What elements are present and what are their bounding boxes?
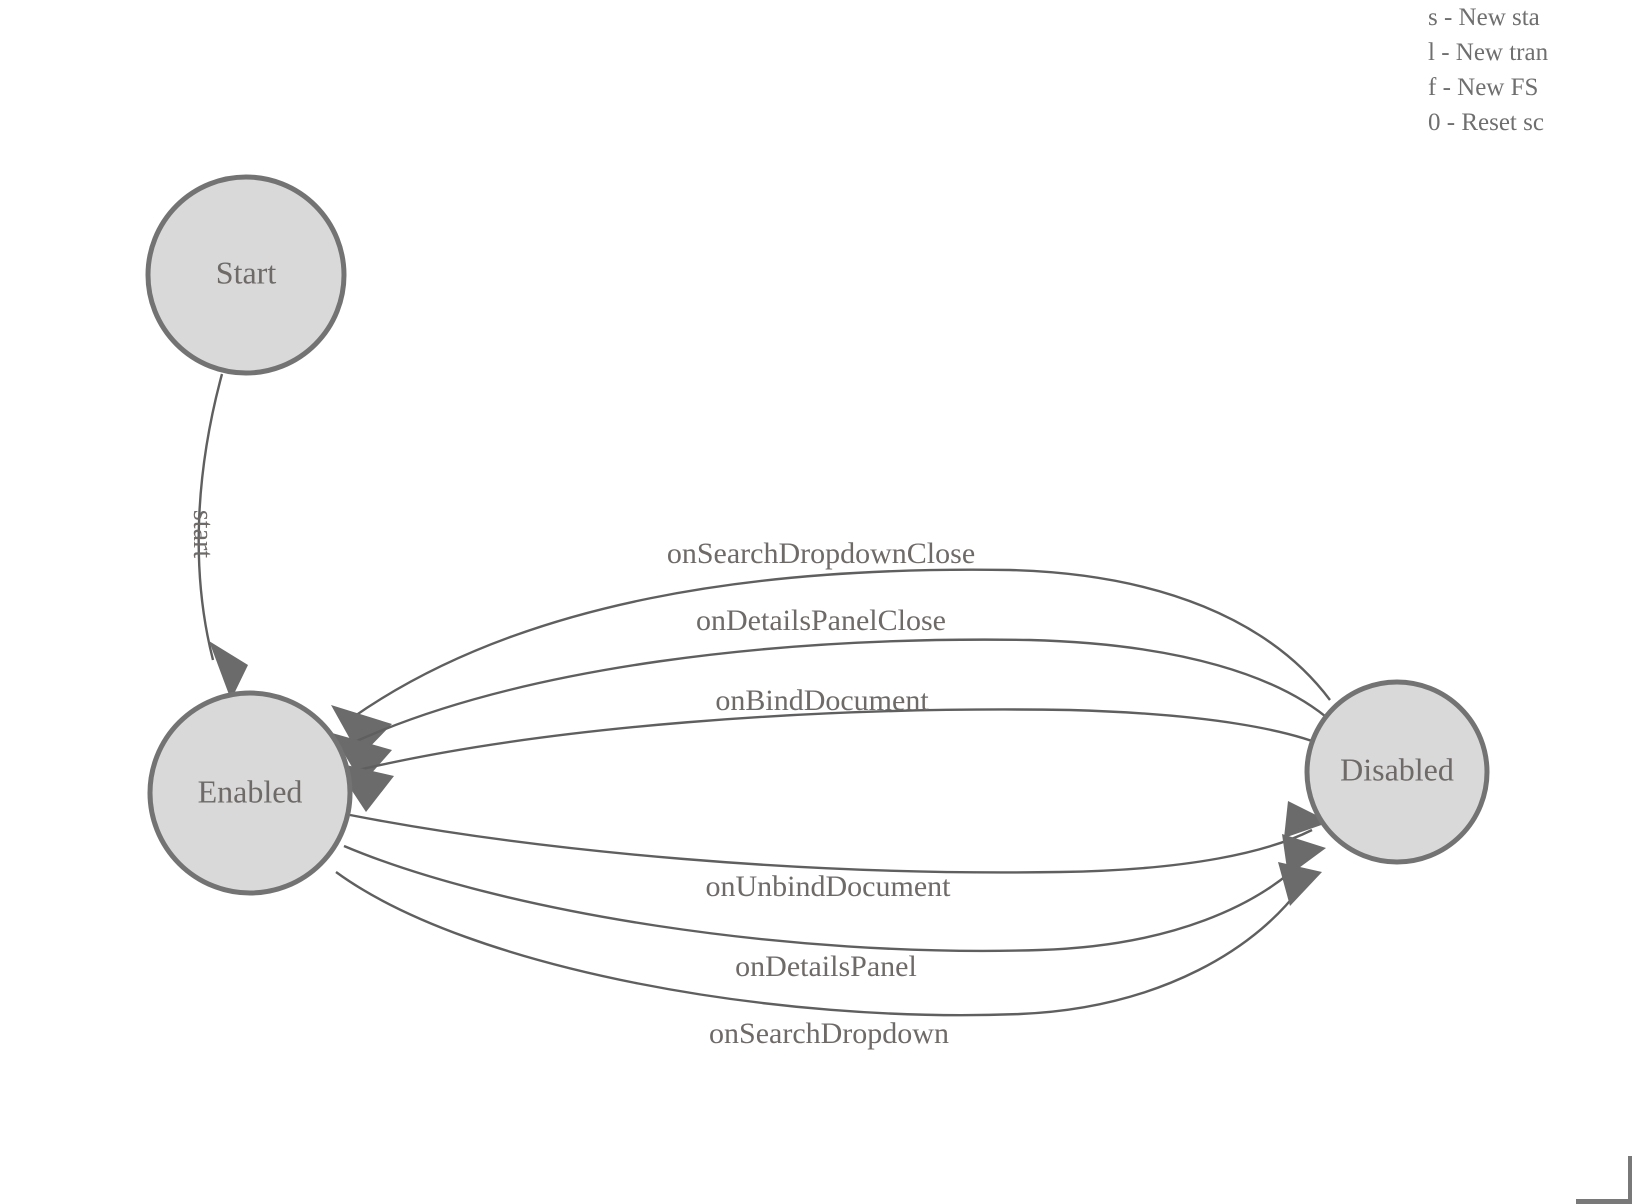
transition-start-to-enabled[interactable]: start xyxy=(187,373,248,700)
node-enabled-circle[interactable] xyxy=(147,690,353,896)
arrowhead-start xyxy=(209,641,248,700)
edge-path-start xyxy=(197,373,224,661)
arrowhead-onsearchdropdownclose xyxy=(331,705,392,757)
transition-enabled-to-disabled-searchdropdown[interactable]: onSearchDropdown xyxy=(335,862,1322,1050)
help-line-new-state: s - New sta xyxy=(1428,4,1540,31)
node-start[interactable]: Start xyxy=(145,174,347,376)
node-disabled[interactable]: Disabled xyxy=(1304,679,1490,865)
node-enabled[interactable]: Enabled xyxy=(147,690,353,896)
node-start-label: Start xyxy=(216,254,277,290)
transition-disabled-to-enabled-searchdropdownclose[interactable]: onSearchDropdownClose xyxy=(331,537,1331,757)
help-line-new-transition: l - New tran xyxy=(1428,39,1549,66)
edge-path-ondetailspanelclose xyxy=(349,638,1333,746)
edge-path-onsearchdropdown xyxy=(335,871,1307,1017)
node-disabled-label: Disabled xyxy=(1340,751,1454,787)
edge-path-onbinddocument xyxy=(349,708,1331,774)
edge-label-onsearchdropdown: onSearchDropdown xyxy=(709,1017,949,1050)
edge-label-onunbinddocument: onUnbindDocument xyxy=(706,870,952,903)
edge-label-ondetailspanelclose: onDetailsPanelClose xyxy=(696,604,946,637)
edge-path-ondetailspanel xyxy=(343,844,1309,953)
edge-path-onunbinddocument xyxy=(349,813,1313,874)
arrowhead-ondetailspanelclose xyxy=(332,733,392,784)
edge-path-onsearchdropdownclose xyxy=(351,568,1331,719)
transition-disabled-to-enabled-binddocument[interactable]: onBindDocument xyxy=(333,684,1331,812)
transition-disabled-to-enabled-detailspanelclose[interactable]: onDetailsPanelClose xyxy=(332,604,1333,784)
node-disabled-circle[interactable] xyxy=(1304,679,1490,865)
help-line-reset-scale: 0 - Reset sc xyxy=(1428,109,1544,136)
arrowhead-onsearchdropdown xyxy=(1278,862,1322,906)
node-enabled-label: Enabled xyxy=(198,773,303,809)
edge-label-onsearchdropdownclose: onSearchDropdownClose xyxy=(667,537,975,570)
transition-enabled-to-disabled-unbinddocument[interactable]: onUnbindDocument xyxy=(349,801,1330,903)
transition-enabled-to-disabled-detailspanel[interactable]: onDetailsPanel xyxy=(343,834,1326,983)
edge-label-ondetailspanel: onDetailsPanel xyxy=(735,950,917,983)
help-legend: s - New sta l - New tran f - New FS 0 - … xyxy=(1428,0,1632,140)
edge-label-onbinddocument: onBindDocument xyxy=(715,684,929,717)
node-start-circle[interactable] xyxy=(145,174,347,376)
arrowhead-onunbinddocument xyxy=(1284,801,1330,838)
edge-label-start: start xyxy=(187,510,218,558)
help-line-new-fsm: f - New FS xyxy=(1428,74,1539,101)
